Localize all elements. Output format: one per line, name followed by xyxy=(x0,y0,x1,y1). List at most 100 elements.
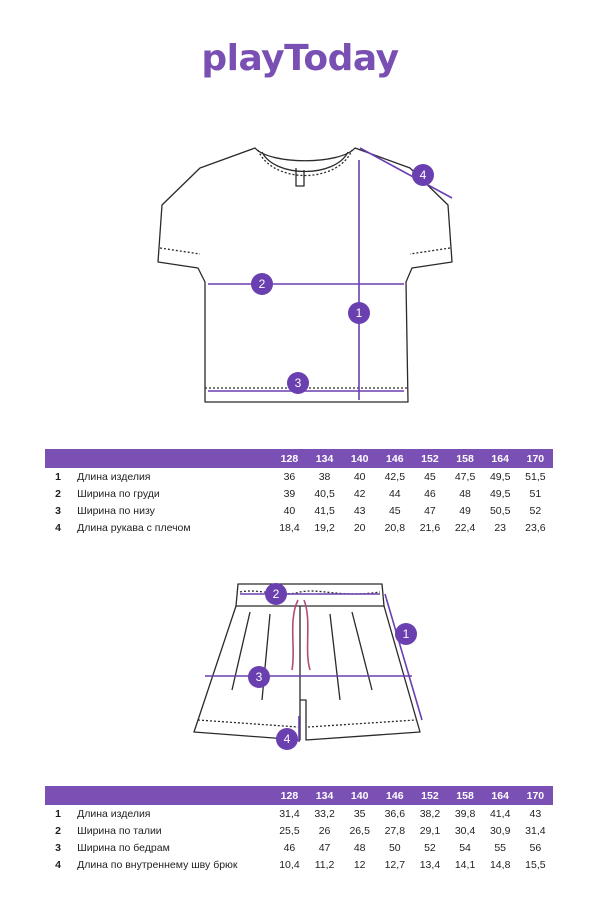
measure-value: 26,5 xyxy=(349,824,370,837)
tshirt-size-table: 128 134 140 146 152 158 164 170 1 Длина … xyxy=(45,449,553,536)
size-header: 164 xyxy=(482,786,518,805)
measure-value: 20 xyxy=(353,521,366,534)
callout-4-label: 4 xyxy=(284,732,291,746)
measure-value: 45 xyxy=(424,470,436,483)
size-header: 140 xyxy=(342,449,378,468)
callout-1-label: 1 xyxy=(403,627,410,641)
measure-value: 14,8 xyxy=(489,858,511,871)
row-number: 2 xyxy=(55,487,61,500)
size-header: 140 xyxy=(342,786,378,805)
size-header: 170 xyxy=(517,786,553,805)
measure-value: 46 xyxy=(424,487,436,500)
table-row: 4 Длина по внутреннему шву брюк 10,4 11,… xyxy=(45,856,553,873)
table-row: 1 Длина изделия 31,4 33,2 35 36,6 38,2 3… xyxy=(45,805,553,822)
measure-value: 54 xyxy=(459,841,471,854)
measure-value: 40 xyxy=(353,470,366,483)
measure-value: 33,2 xyxy=(314,807,335,820)
tshirt-neckline xyxy=(261,151,349,172)
measure-value: 38,2 xyxy=(419,807,441,820)
measure-value: 52 xyxy=(529,504,542,517)
measure-value: 48 xyxy=(459,487,471,500)
row-number: 1 xyxy=(55,807,61,820)
measure-value: 46 xyxy=(283,841,296,854)
measure-value: 44 xyxy=(388,487,401,500)
measure-value: 12,7 xyxy=(384,858,406,871)
callout-3-label: 3 xyxy=(256,670,263,684)
measure-value: 10,4 xyxy=(279,858,300,871)
size-header: 146 xyxy=(377,449,413,468)
drawstring xyxy=(291,599,311,671)
measure-value: 20,8 xyxy=(384,521,406,534)
measure-value: 39,8 xyxy=(454,807,476,820)
measure-value: 36,6 xyxy=(384,807,406,820)
measure-value: 23,6 xyxy=(525,521,546,534)
measure-value: 49,5 xyxy=(489,487,511,500)
measure-name: Ширина по бедрам xyxy=(77,841,170,854)
size-header: 152 xyxy=(412,449,448,468)
measure-value: 51,5 xyxy=(525,470,546,483)
measure-value: 27,8 xyxy=(384,824,406,837)
callout-1-marker xyxy=(395,623,417,645)
measure-value: 52 xyxy=(424,841,436,854)
size-header: 170 xyxy=(517,449,553,468)
callout-4-marker xyxy=(412,164,434,186)
measure-value: 47 xyxy=(424,504,436,517)
measure-value: 29,1 xyxy=(419,824,441,837)
measure-value: 42,5 xyxy=(384,470,406,483)
measure-value: 48 xyxy=(353,841,366,854)
row-number: 1 xyxy=(55,470,61,483)
measure-value: 45 xyxy=(388,504,401,517)
measure-value: 12 xyxy=(353,858,366,871)
measure-value: 40 xyxy=(283,504,296,517)
measure-value: 36 xyxy=(283,470,296,483)
measure-name: Длина по внутреннему шву брюк xyxy=(77,858,238,871)
measure-value: 19,2 xyxy=(314,521,335,534)
shorts-illustration: 2 1 3 4 xyxy=(0,568,600,768)
row-number: 4 xyxy=(55,858,61,871)
measure-value: 31,4 xyxy=(525,824,546,837)
table-header-row: 128 134 140 146 152 158 164 170 xyxy=(45,449,553,468)
measure-value: 47,5 xyxy=(454,470,476,483)
measure-value: 56 xyxy=(529,841,542,854)
measure-name: Ширина по низу xyxy=(77,504,155,517)
size-header: 158 xyxy=(447,786,483,805)
measure-value: 35 xyxy=(353,807,366,820)
callout-4-marker xyxy=(276,728,298,750)
measure-name: Ширина по груди xyxy=(77,487,160,500)
callout-1-label: 1 xyxy=(356,306,363,320)
measure-value: 47 xyxy=(318,841,331,854)
measure-value: 13,4 xyxy=(419,858,441,871)
callout-3-marker xyxy=(248,666,270,688)
size-header: 146 xyxy=(377,786,413,805)
row-number: 4 xyxy=(55,521,61,534)
measure-name: Длина изделия xyxy=(77,807,151,820)
measure-line-1 xyxy=(384,593,423,721)
measure-value: 30,9 xyxy=(489,824,511,837)
callout-2-marker xyxy=(251,273,273,295)
measure-value: 26 xyxy=(318,824,331,837)
table-row: 4 Длина рукава с плечом 18,4 19,2 20 20,… xyxy=(45,519,553,536)
measure-name: Длина изделия xyxy=(77,470,151,483)
callout-3-label: 3 xyxy=(295,376,302,390)
measure-value: 14,1 xyxy=(454,858,476,871)
callout-2-label: 2 xyxy=(273,587,280,601)
shorts-drawing: 2 1 3 4 xyxy=(193,583,423,750)
size-header: 134 xyxy=(307,449,343,468)
measure-value: 40,5 xyxy=(314,487,335,500)
table-header-row: 128 134 140 146 152 158 164 170 xyxy=(45,786,553,805)
measure-value: 31,4 xyxy=(279,807,300,820)
table-row: 3 Ширина по бедрам 46 47 48 50 52 54 55 … xyxy=(45,839,553,856)
row-number: 3 xyxy=(55,841,61,854)
shorts-outline xyxy=(193,605,421,741)
size-header: 164 xyxy=(482,449,518,468)
row-number: 3 xyxy=(55,504,61,517)
measure-value: 43 xyxy=(353,504,366,517)
table-row: 2 Ширина по груди 39 40,5 42 44 46 48 49… xyxy=(45,485,553,502)
measure-line-4 xyxy=(359,147,453,199)
table-row: 1 Длина изделия 36 38 40 42,5 45 47,5 49… xyxy=(45,468,553,485)
row-number: 2 xyxy=(55,824,61,837)
size-header: 158 xyxy=(447,449,483,468)
measure-value: 49,5 xyxy=(489,470,511,483)
measure-value: 49 xyxy=(459,504,471,517)
size-header: 134 xyxy=(307,786,343,805)
